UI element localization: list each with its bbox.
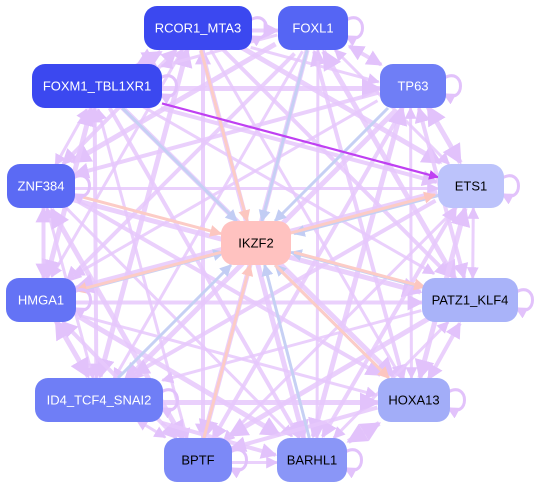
edge-ETS1-PATZ1_KLF4 xyxy=(466,206,480,280)
node-box xyxy=(7,164,75,208)
self-loop-ETS1 xyxy=(500,174,520,205)
node-box xyxy=(144,6,252,50)
node-label: ZNF384 xyxy=(18,179,65,194)
edge-TP63-to-IKZF2 xyxy=(273,106,390,223)
node-label: ID4_TCF4_SNAI2 xyxy=(47,393,152,408)
node-label: FOXL1 xyxy=(292,21,333,36)
edge-IKZF2-to-HMGA1 xyxy=(74,250,222,294)
node-box xyxy=(380,64,446,108)
node-label: FOXM1_TBL1XR1 xyxy=(43,79,151,94)
node-label: IKZF2 xyxy=(238,236,273,251)
node-box xyxy=(32,64,162,108)
node-box xyxy=(221,221,291,265)
self-loop-PATZ1_KLF4 xyxy=(514,288,534,319)
self-loop-ID4_TCF4_SNAI2 xyxy=(159,388,179,419)
edge-ZNF384-to-IKZF2 xyxy=(74,193,223,237)
node-label: PATZ1_KLF4 xyxy=(432,293,509,308)
edge-ID4_TCF4_SNAI2-BPTF xyxy=(135,418,167,439)
edge-IKZF2-to-HOXA13 xyxy=(274,263,390,380)
edge-FOXM1_TBL1XR1-ID4_TCF4_SNAI2 xyxy=(86,106,105,380)
edge-highlight-FOXM1_TBL1XR1-ETS1 xyxy=(161,102,439,180)
node-ikzf2[interactable]: IKZF2 xyxy=(221,221,291,265)
self-loop-HOXA13 xyxy=(446,388,466,419)
self-loop-FOXM1_TBL1XR1 xyxy=(158,74,178,105)
edge-ETS1-to-IKZF2 xyxy=(292,193,442,237)
self-loop-BARHL1 xyxy=(343,448,363,479)
node-label: BARHL1 xyxy=(287,453,338,468)
node-ets1[interactable]: ETS1 xyxy=(438,164,504,208)
edge-HOXA13-BPTF xyxy=(229,405,378,453)
highlight-edge-layer xyxy=(161,102,439,180)
self-loop-BPTF xyxy=(228,448,248,479)
self-loop-TP63 xyxy=(442,74,462,105)
self-loop-layer xyxy=(71,16,534,479)
edge-FOXL1-TP63 xyxy=(347,44,383,67)
node-foxl1[interactable]: FOXL1 xyxy=(278,6,348,50)
node-label: TP63 xyxy=(397,79,428,94)
node-box xyxy=(422,278,518,322)
hub-edge-layer xyxy=(74,49,442,439)
node-box xyxy=(164,438,232,482)
node-box xyxy=(278,6,348,50)
edge-RCOR1_MTA3-to-IKZF2 xyxy=(199,49,251,223)
node-label: ETS1 xyxy=(455,179,488,194)
edge-ZNF384-BARHL1 xyxy=(63,205,294,438)
node-label: HOXA13 xyxy=(388,393,439,408)
node-label: BPTF xyxy=(181,453,214,468)
edge-IKZF2-to-PATZ1_KLF4 xyxy=(293,250,427,291)
node-box xyxy=(438,164,504,208)
edge-IKZF2-to-ETS1 xyxy=(287,191,437,236)
node-id4-tcf4-snai2[interactable]: ID4_TCF4_SNAI2 xyxy=(35,378,163,422)
node-box xyxy=(6,278,76,322)
node-box xyxy=(277,438,347,482)
node-bptf[interactable]: BPTF xyxy=(164,438,232,482)
self-loop-FOXL1 xyxy=(344,16,364,47)
node-foxm1-tbl1xr1[interactable]: FOXM1_TBL1XR1 xyxy=(32,64,162,108)
node-tp63[interactable]: TP63 xyxy=(380,64,446,108)
edge-HOXA13-BARHL1 xyxy=(346,421,381,444)
node-patz1-klf4[interactable]: PATZ1_KLF4 xyxy=(422,278,518,322)
edge-FOXM1_TBL1XR1-to-IKZF2 xyxy=(121,106,238,223)
self-loop-HMGA1 xyxy=(72,288,92,319)
edge-BARHL1-to-IKZF2 xyxy=(261,263,311,439)
node-label: RCOR1_MTA3 xyxy=(155,21,241,36)
self-loop-RCOR1_MTA3 xyxy=(248,16,268,47)
node-hmga1[interactable]: HMGA1 xyxy=(6,278,76,322)
node-box xyxy=(378,378,450,422)
node-barhl1[interactable]: BARHL1 xyxy=(277,438,347,482)
node-hoxa13[interactable]: HOXA13 xyxy=(378,378,450,422)
edge-BPTF-to-IKZF2 xyxy=(202,263,254,439)
self-loop-ZNF384 xyxy=(71,174,91,205)
edge-TP63-HOXA13 xyxy=(404,106,418,380)
node-znf384[interactable]: ZNF384 xyxy=(7,164,75,208)
node-label: HMGA1 xyxy=(18,293,64,308)
edge-ID4_TCF4_SNAI2-to-IKZF2 xyxy=(116,263,233,380)
node-rcor1-mta3[interactable]: RCOR1_MTA3 xyxy=(144,6,252,50)
node-box xyxy=(35,378,163,422)
